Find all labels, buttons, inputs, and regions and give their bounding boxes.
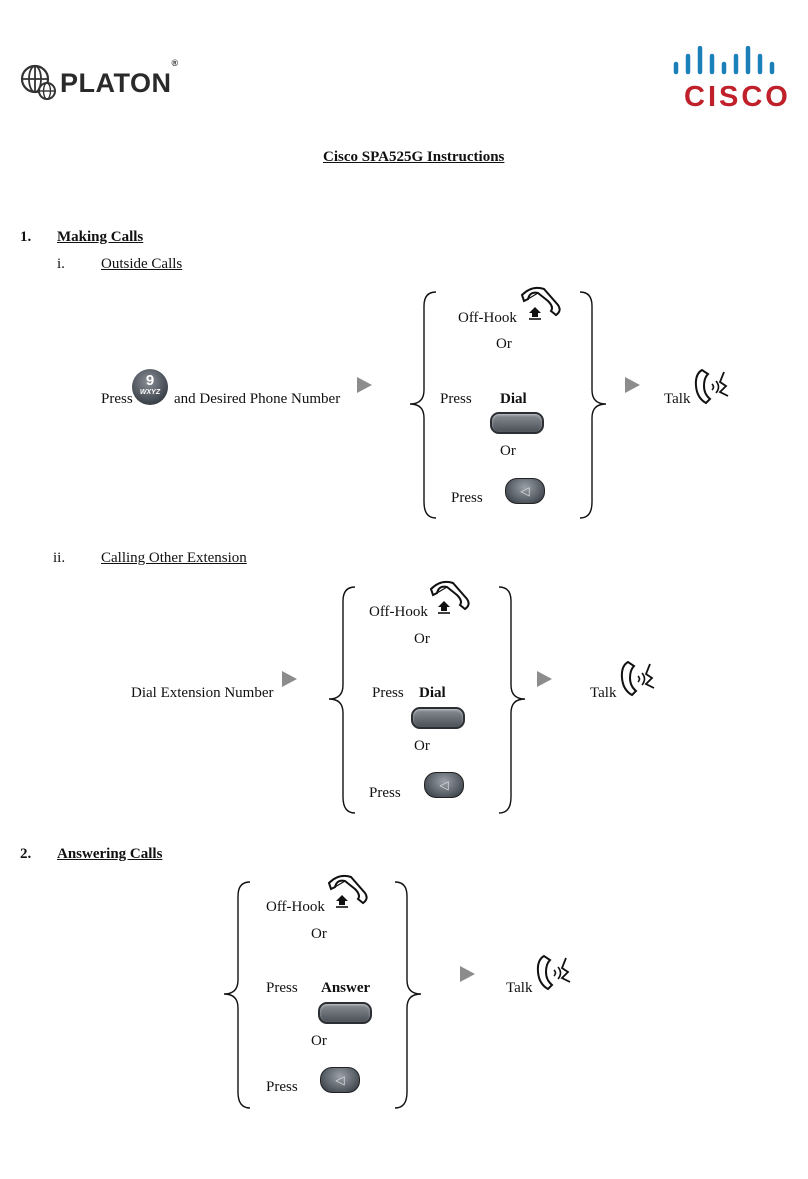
handset-lift-icon — [327, 874, 368, 908]
press-label: Press — [372, 685, 404, 701]
arrow-right-icon — [537, 671, 552, 687]
platon-wordmark: PLATON® — [60, 57, 179, 98]
cisco-logo: CISCO — [672, 45, 791, 114]
or-label: Or — [414, 631, 430, 647]
dial-softkey — [490, 412, 544, 434]
dial-extension-text: Dial Extension Number — [131, 685, 274, 701]
press-label: Press — [440, 391, 472, 407]
or-label: Or — [311, 1033, 327, 1049]
or-label: Or — [500, 443, 516, 459]
section-heading: Making Calls — [57, 229, 144, 245]
arrow-right-icon — [460, 966, 475, 982]
page-title: Cisco SPA525G Instructions — [323, 149, 505, 165]
left-brace — [409, 291, 437, 519]
right-brace — [579, 291, 607, 519]
press-label: Press — [266, 1079, 298, 1095]
offhook-label: Off-Hook — [458, 310, 517, 326]
talk-icon — [620, 660, 655, 697]
dial-label: Dial — [500, 391, 527, 407]
press-label: Press — [101, 391, 133, 407]
or-label: Or — [414, 738, 430, 754]
desired-number-text: and Desired Phone Number — [174, 391, 341, 407]
or-label: Or — [496, 336, 512, 352]
talk-icon — [694, 368, 729, 405]
arrow-right-icon — [625, 377, 640, 393]
press-label: Press — [266, 980, 298, 996]
section-number: 2. — [20, 846, 32, 862]
section-number: 1. — [20, 229, 32, 245]
subsection-heading: Calling Other Extension — [101, 550, 247, 566]
subsection-heading: Outside Calls — [101, 256, 183, 272]
or-label: Or — [311, 926, 327, 942]
offhook-label: Off-Hook — [266, 899, 325, 915]
speaker-icon: ◁ — [505, 478, 545, 504]
right-brace — [394, 881, 422, 1109]
offhook-label: Off-Hook — [369, 604, 428, 620]
arrow-right-icon — [282, 671, 297, 687]
key-9-button: 9 WXYZ — [132, 369, 168, 405]
section-heading: Answering Calls — [57, 846, 163, 862]
left-brace — [328, 586, 356, 814]
subsection-number: ii. — [53, 550, 66, 566]
dial-label: Dial — [419, 685, 446, 701]
arrow-right-icon — [357, 377, 372, 393]
speaker-icon: ◁ — [424, 772, 464, 798]
press-label: Press — [451, 490, 483, 506]
answer-label: Answer — [321, 980, 371, 996]
answer-softkey — [318, 1002, 372, 1024]
talk-label: Talk — [664, 391, 691, 407]
handset-lift-icon — [520, 286, 561, 320]
left-brace — [223, 881, 251, 1109]
speaker-icon: ◁ — [320, 1067, 360, 1093]
talk-icon — [536, 954, 571, 991]
talk-label: Talk — [506, 980, 533, 996]
dial-softkey — [411, 707, 465, 729]
platon-logo: PLATON® — [20, 57, 179, 102]
right-brace — [498, 586, 526, 814]
cisco-bars-icon — [673, 45, 775, 75]
talk-label: Talk — [590, 685, 617, 701]
globe-icon — [20, 64, 56, 100]
cisco-wordmark: CISCO — [684, 81, 791, 113]
subsection-number: i. — [57, 256, 65, 272]
press-label: Press — [369, 785, 401, 801]
handset-lift-icon — [429, 580, 470, 614]
